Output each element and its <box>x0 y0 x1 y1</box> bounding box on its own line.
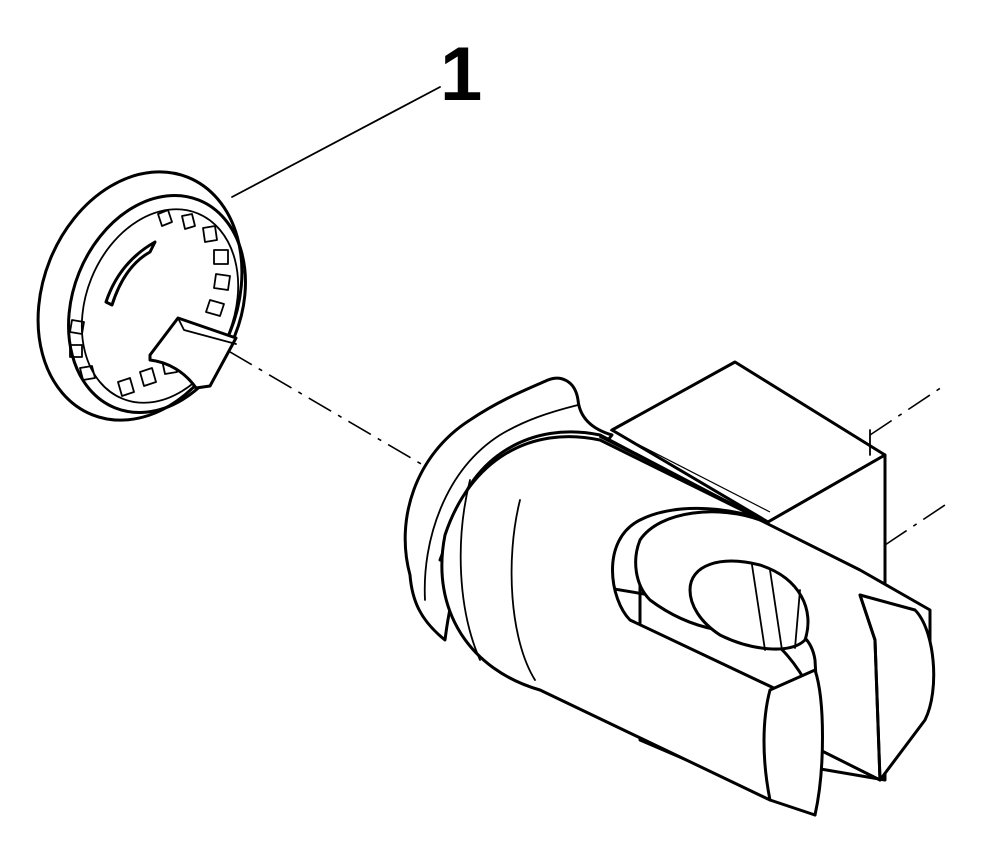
callout-leader-line <box>231 86 441 198</box>
shower-holder-body <box>403 360 936 817</box>
callout-number-1: 1 <box>440 32 482 117</box>
cap-teeth <box>69 209 231 397</box>
cover-cap-part <box>36 170 247 422</box>
